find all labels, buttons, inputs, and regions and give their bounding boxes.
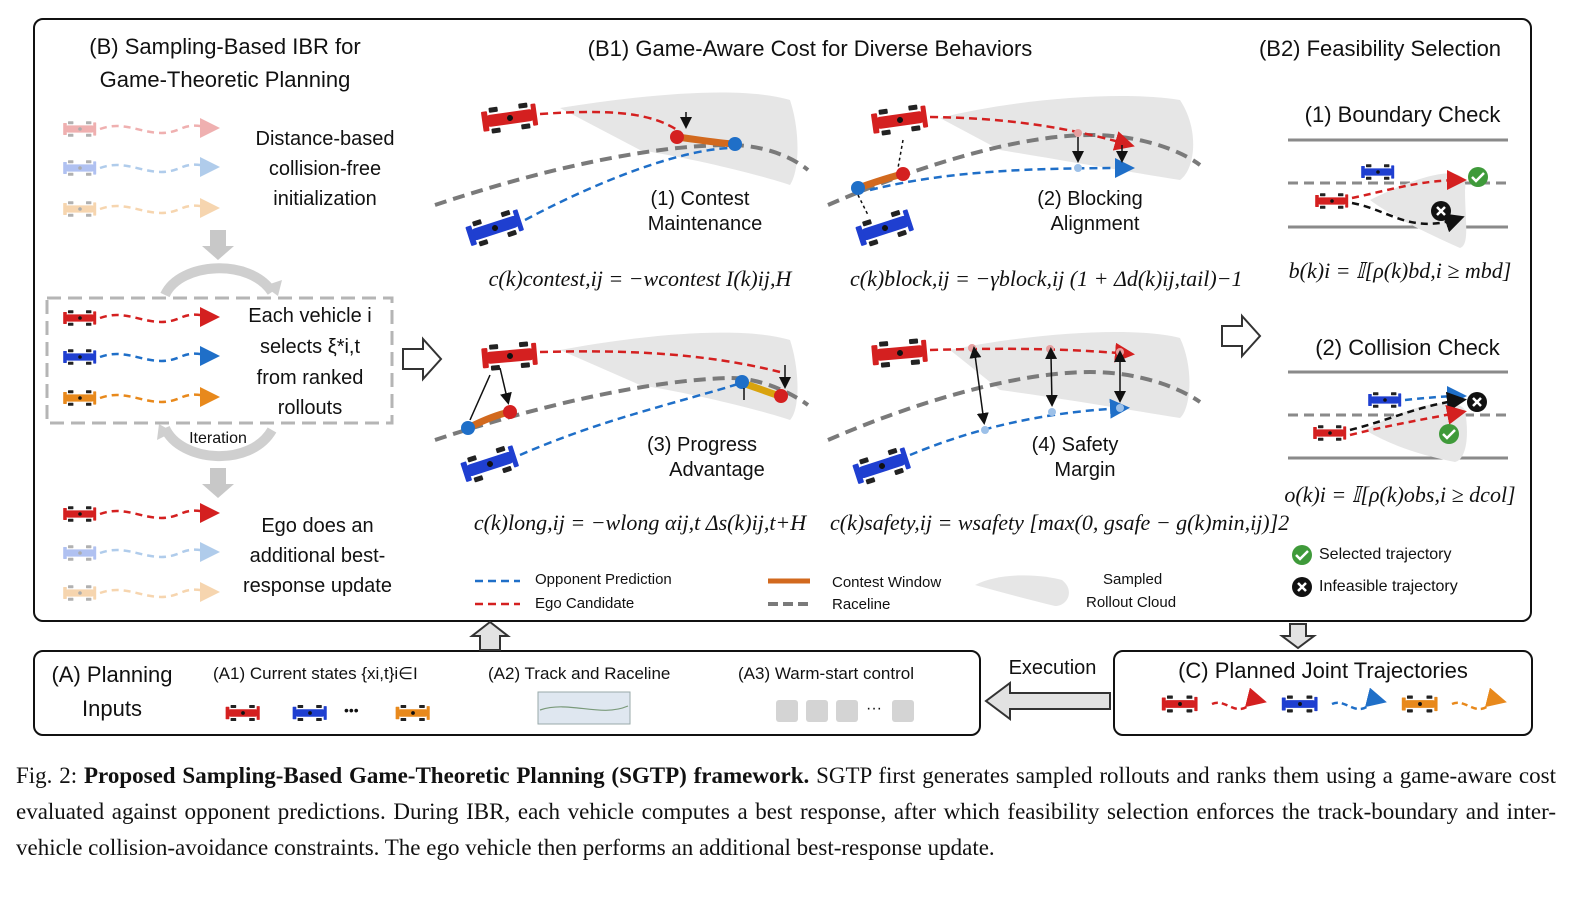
select-text-4: rollouts <box>277 397 343 419</box>
caption-prefix: Fig. 2: <box>16 763 84 788</box>
ego-text-1: Ego does an <box>261 515 374 537</box>
boundary-check-graphic <box>1288 138 1508 248</box>
control-block <box>776 700 798 722</box>
contest-label-2: Maintenance <box>647 213 763 235</box>
select-text-2: selects ξ*i,t <box>259 336 361 358</box>
init-text-3: initialization <box>273 188 377 210</box>
caption-rest: SGTP first generates sampled rollouts an… <box>16 763 1556 860</box>
scenario-blocking <box>827 96 1202 250</box>
car-orange-icon <box>395 704 430 722</box>
car-orange-icon <box>63 201 97 217</box>
select-text-3: from ranked <box>256 367 364 389</box>
arrow-right-icon <box>402 336 443 382</box>
init-text-2: collision-free <box>268 158 382 180</box>
panel-a-title-1: (A) Planning <box>51 662 173 687</box>
car-blue-icon <box>63 545 97 561</box>
legend-cloud-1: Sampled <box>1103 571 1163 588</box>
panel-b-title-1: (B) Sampling-Based IBR for <box>89 34 361 59</box>
control-block <box>892 700 914 722</box>
progress-label-2: Advantage <box>669 459 765 481</box>
panel-c-frame <box>1113 650 1533 736</box>
arrow-up-icon <box>469 620 511 651</box>
car-blue-icon <box>292 704 327 722</box>
ego-text-2: additional best- <box>249 545 386 567</box>
a1-current-states: (A1) Current states {xi,t}i∈I <box>213 664 418 683</box>
arrow-right-icon <box>1221 313 1262 359</box>
legend-raceline: Raceline <box>832 596 891 613</box>
collision-check-graphic <box>1288 370 1508 462</box>
contest-label-1: (1) Contest <box>650 188 750 210</box>
collision-equation: o(k)i = 𝕀[ρ(k)obs,i ≥ dcol] <box>1284 482 1516 507</box>
ego-text-3: response update <box>242 575 392 597</box>
legend-opponent: Opponent Prediction <box>535 571 672 588</box>
car-red-icon <box>225 704 260 722</box>
caption-bold: Proposed Sampling-Based Game-Theoretic P… <box>84 763 810 788</box>
a3-warm-start: (A3) Warm-start control <box>738 664 915 683</box>
control-block <box>836 700 858 722</box>
progress-label-1: (3) Progress <box>646 434 758 456</box>
collision-check-title: (2) Collision Check <box>1315 335 1500 360</box>
check-icon <box>1292 545 1312 565</box>
safety-label-1: (4) Safety <box>1031 434 1119 456</box>
car-red-icon <box>63 506 97 522</box>
scenario-safety <box>827 331 1202 488</box>
car-orange-icon <box>63 390 97 406</box>
selection-dashed-box <box>45 296 394 425</box>
control-ellipsis: ··· <box>866 700 882 717</box>
panel-a-title-2: Inputs <box>82 696 142 721</box>
infeasible-trajectory-label: Infeasible trajectory <box>1319 578 1458 595</box>
car-blue-icon <box>63 160 97 176</box>
safety-label-2: Margin <box>1054 459 1116 481</box>
a1-dots: ••• <box>344 702 359 718</box>
blocking-equation: c(k)block,ij = −γblock,ij (1 + Δd(k)ij,t… <box>850 266 1243 291</box>
boundary-equation: b(k)i = 𝕀[ρ(k)bd,i ≥ mbd] <box>1288 258 1512 283</box>
panel-b1-title: (B1) Game-Aware Cost for Diverse Behavio… <box>587 36 1033 61</box>
blocking-label-1: (2) Blocking <box>1037 188 1143 210</box>
car-red-icon <box>63 121 97 137</box>
arrow-left-icon <box>984 681 1111 721</box>
scenario-progress <box>434 332 810 486</box>
init-text-1: Distance-based <box>255 128 395 150</box>
control-block <box>806 700 828 722</box>
arrow-down-icon <box>1279 623 1317 650</box>
car-blue-icon <box>63 349 97 365</box>
arrow-down-icon <box>202 468 234 498</box>
init-vehicles <box>63 117 220 218</box>
scenario-contest <box>434 92 810 250</box>
panel-b2-title: (B2) Feasibility Selection <box>1258 36 1502 61</box>
a2-track-raceline: (A2) Track and Raceline <box>488 664 671 683</box>
progress-equation: c(k)long,ij = −wlong αij,t Δs(k)ij,t+H <box>473 510 807 535</box>
legend-contest: Contest Window <box>832 574 942 591</box>
panel-b-title-2: Game-Theoretic Planning <box>99 67 351 92</box>
legend-ego: Ego Candidate <box>535 595 635 612</box>
track-thumbnail <box>537 691 631 725</box>
blocking-label-2: Alignment <box>1050 213 1140 235</box>
check-icon <box>1468 167 1488 187</box>
selected-trajectory-label: Selected trajectory <box>1319 546 1452 563</box>
car-blue-icon <box>1281 695 1318 713</box>
car-orange-icon <box>1401 695 1438 713</box>
check-icon <box>1439 424 1459 444</box>
contest-equation: c(k)contest,ij = −wcontest I(k)ij,H <box>488 266 792 291</box>
panel-c-title: (C) Planned Joint Trajectories <box>1178 658 1468 683</box>
execution-label: Execution <box>1008 657 1097 679</box>
boundary-check-title: (1) Boundary Check <box>1304 102 1501 127</box>
car-red-icon <box>63 310 97 326</box>
select-text-1: Each vehicle i <box>248 305 372 327</box>
car-orange-icon <box>63 585 97 601</box>
iteration-label: Iteration <box>189 430 247 447</box>
figure-caption: Fig. 2: Proposed Sampling-Based Game-The… <box>16 758 1556 866</box>
car-red-icon <box>1161 695 1198 713</box>
safety-equation: c(k)safety,ij = wsafety [max(0, gsafe − … <box>830 510 1290 535</box>
legend-cloud-2: Rollout Cloud <box>1086 594 1177 611</box>
arrow-down-icon <box>202 230 234 260</box>
